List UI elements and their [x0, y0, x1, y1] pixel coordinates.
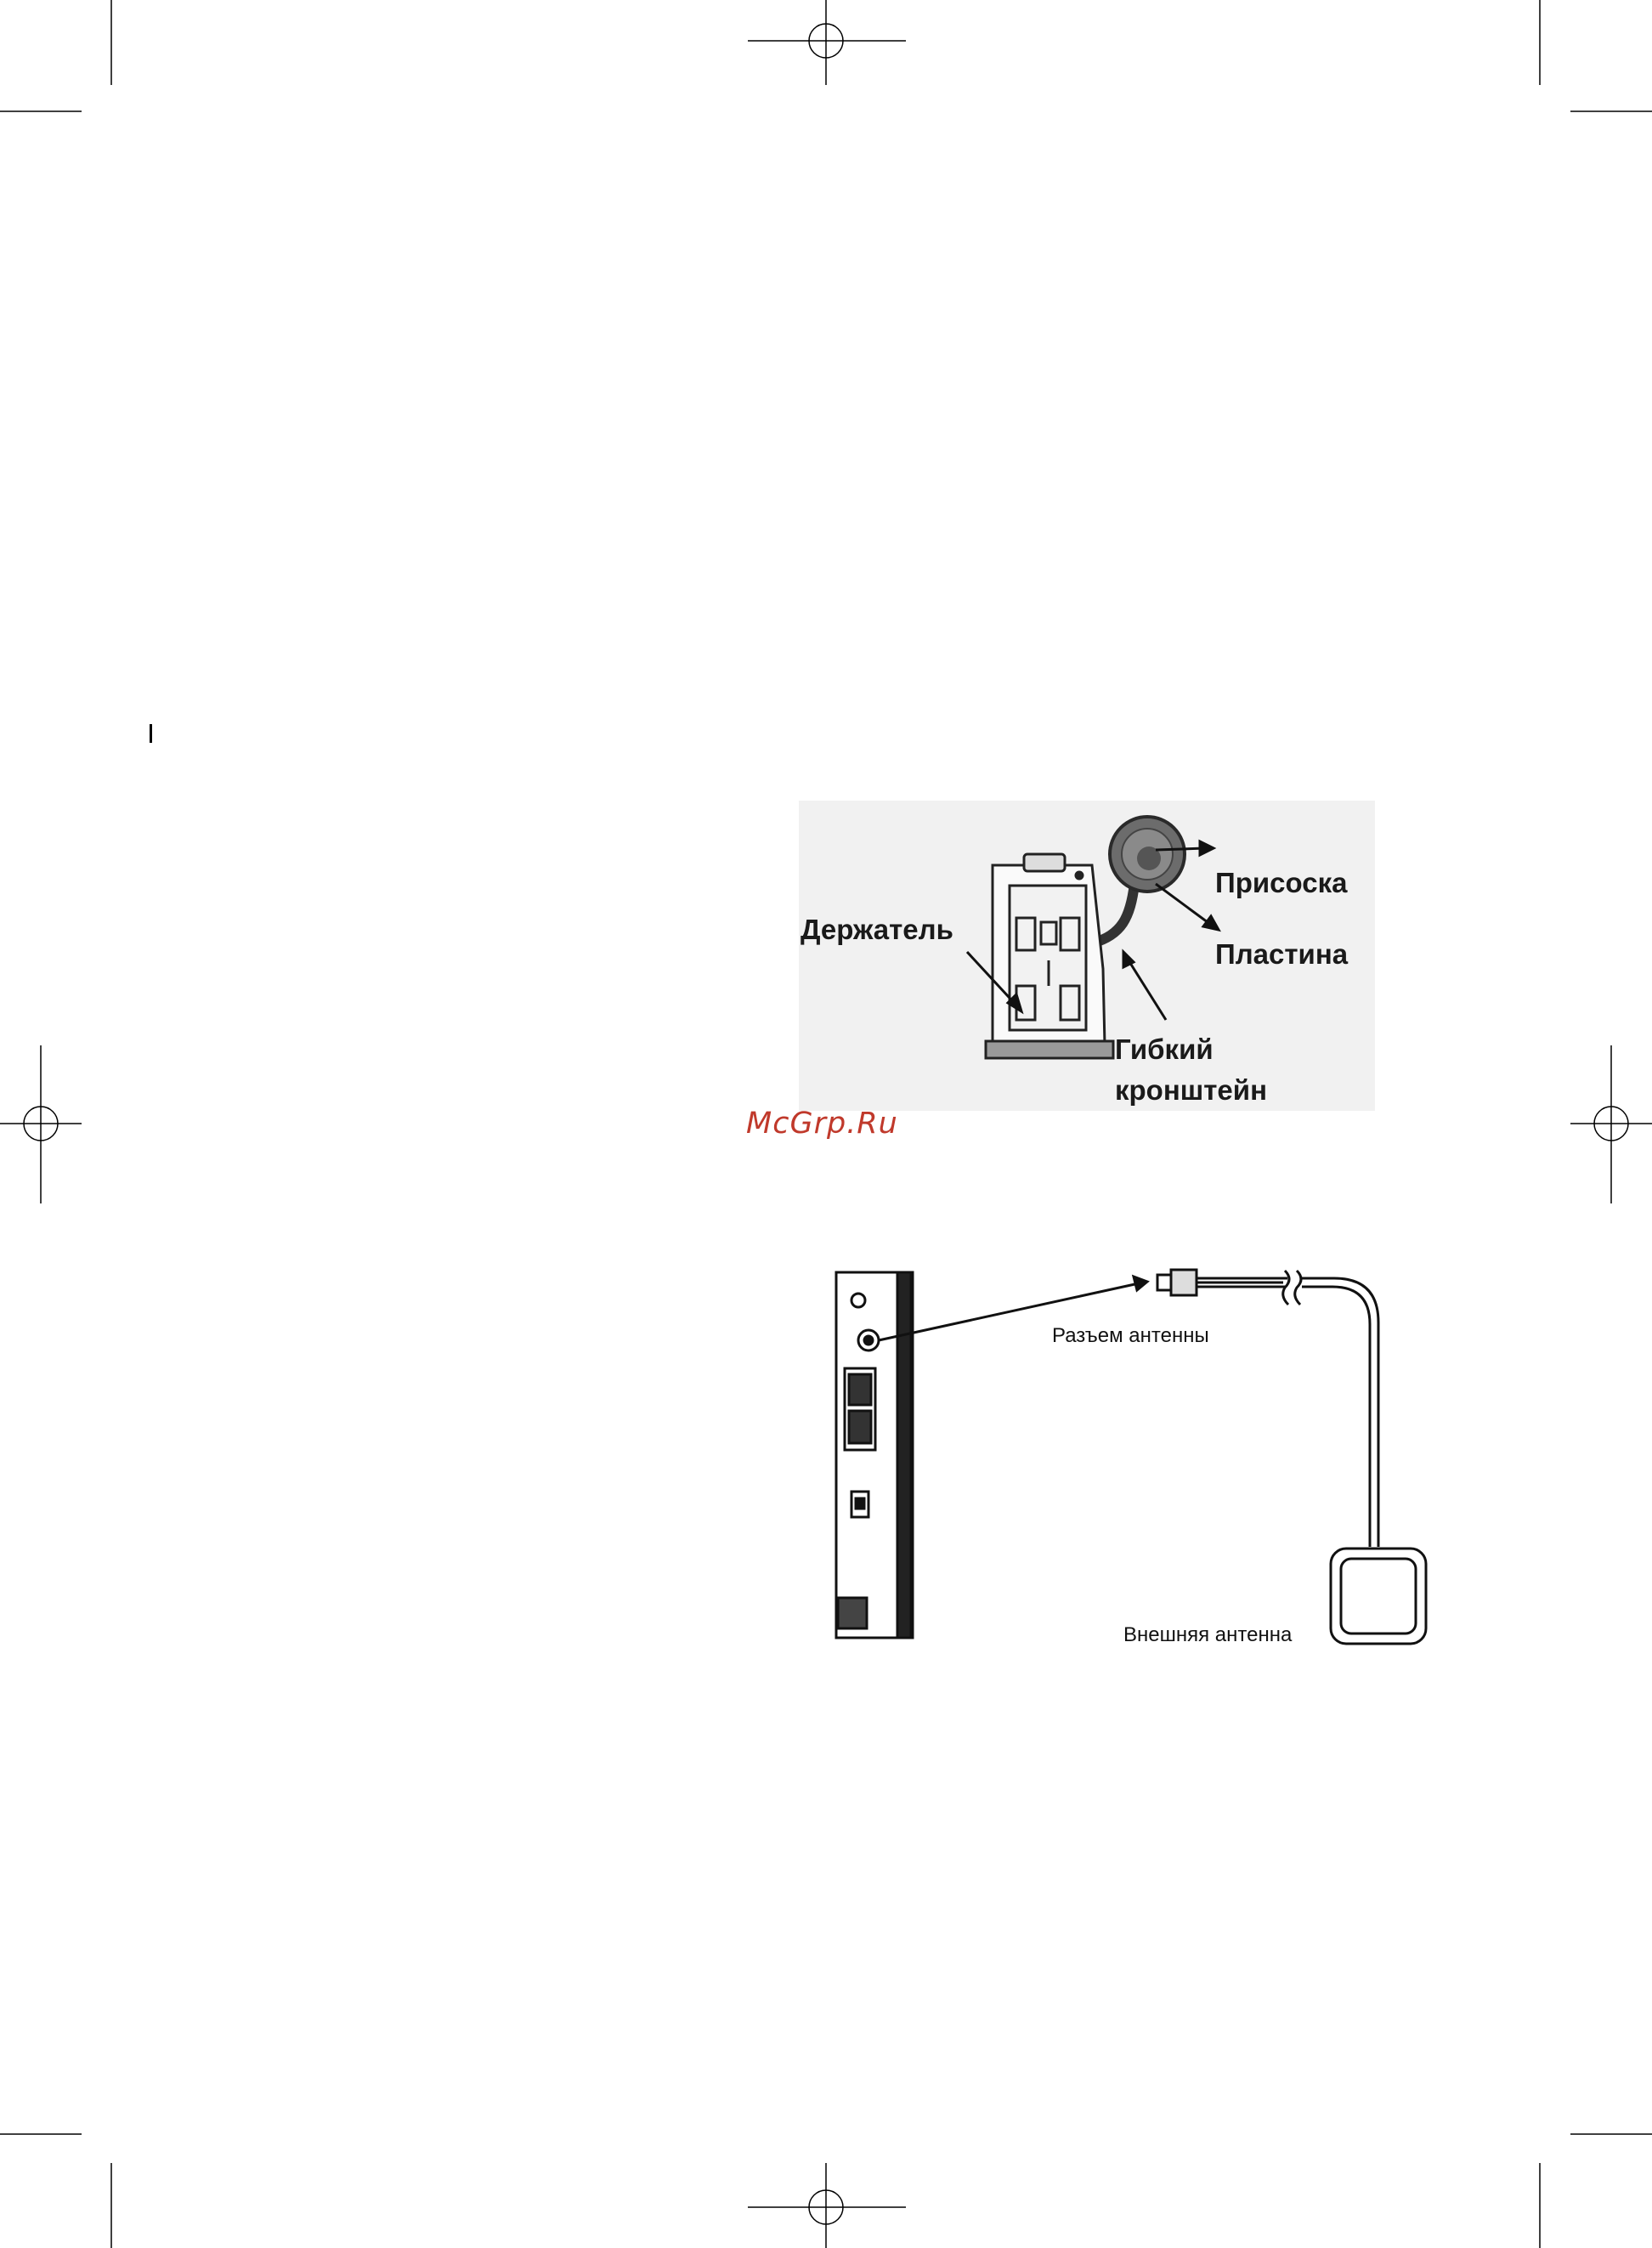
antenna-connector-icon — [1157, 1270, 1283, 1295]
antenna-connector-label: Разъем антенны — [1052, 1326, 1209, 1346]
external-antenna-label: Внешняя антенна — [1123, 1625, 1292, 1645]
device-side-view — [836, 1272, 913, 1638]
antenna-cable — [1197, 1271, 1378, 1547]
external-antenna-icon — [1331, 1549, 1426, 1644]
